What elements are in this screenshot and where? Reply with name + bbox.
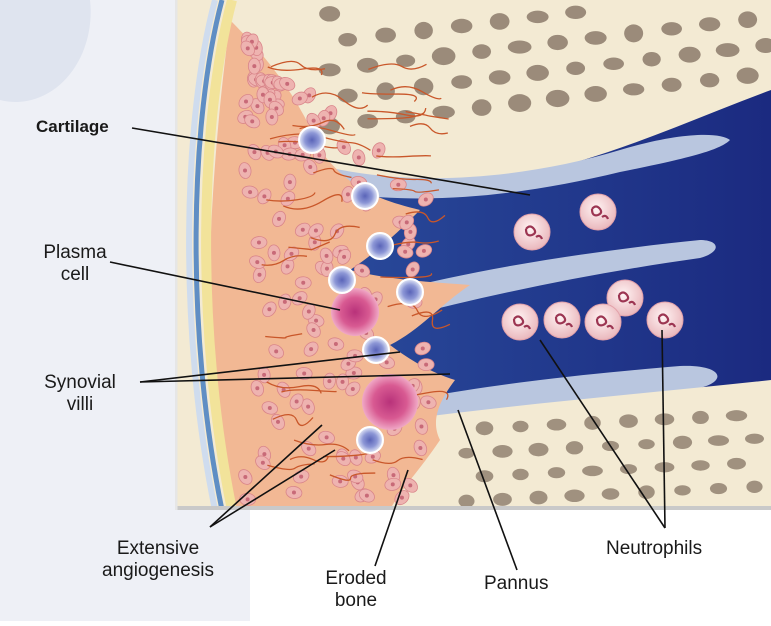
synovial-villi-label-line1: Synovial [24, 372, 136, 394]
synovial-villi-label: Synovial villi [24, 372, 136, 416]
extensive-angiogenesis-label: Extensive angiogenesis [78, 538, 238, 582]
plasma-cell-label-line2: cell [30, 264, 120, 286]
eroded-bone-label-line2: bone [318, 590, 394, 612]
cartilage-label: Cartilage [36, 116, 109, 138]
eroded-bone-label-line1: Eroded [318, 568, 394, 590]
plasma-cell-label: Plasma cell [30, 242, 120, 286]
synovial-villi-label-line2: villi [24, 394, 136, 416]
eroded-bone-label: Eroded bone [318, 568, 394, 612]
extensive-angiogenesis-label-line2: angiogenesis [78, 560, 238, 582]
pannus-label: Pannus [484, 573, 548, 595]
plasma-cell-label-line1: Plasma [30, 242, 120, 264]
joint-picture [175, 0, 771, 510]
neutrophils-label: Neutrophils [606, 538, 702, 560]
extensive-angiogenesis-label-line1: Extensive [78, 538, 238, 560]
